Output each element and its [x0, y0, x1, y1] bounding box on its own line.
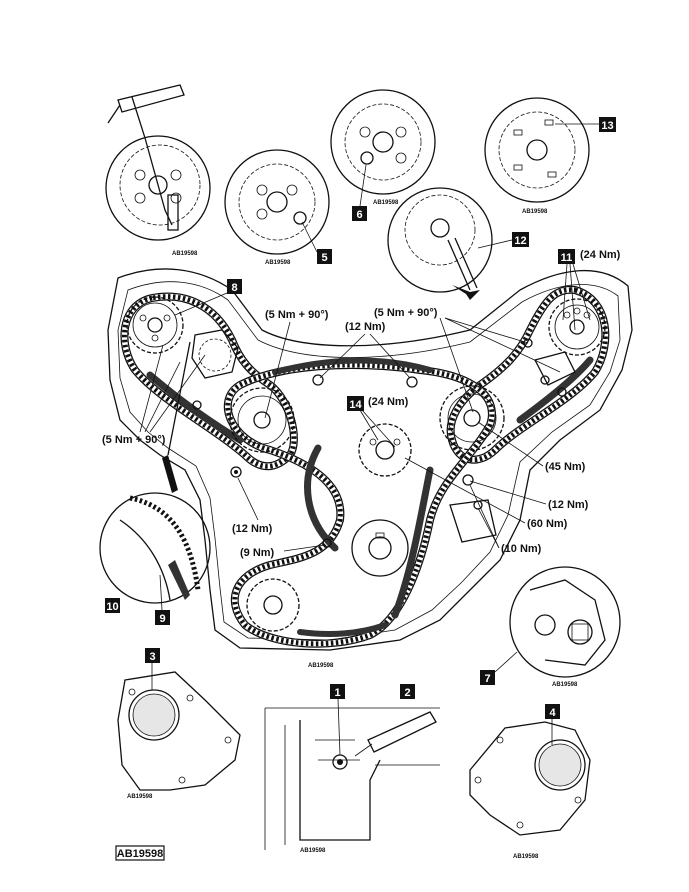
inset-ref-2: AB19598	[265, 260, 291, 266]
callout-7: 7	[484, 673, 490, 685]
inset-sprocket-6: AB19598 6	[330, 89, 436, 221]
callout-12: 12	[514, 235, 526, 247]
callout-6: 6	[356, 209, 362, 221]
callout-1: 1	[334, 687, 340, 699]
engine-block-detail: 1 2 AB19598	[264, 684, 440, 854]
inset-ref-7: AB19598	[552, 682, 578, 688]
inset-tensioner-12: 12	[387, 187, 529, 300]
torque-9: (9 Nm)	[240, 547, 275, 559]
svg-text:AB19598: AB19598	[117, 848, 163, 860]
callout-9: 9	[159, 613, 165, 625]
left-bank-chain-links	[122, 294, 297, 469]
torque-upper-guide: (12 Nm)	[345, 321, 386, 333]
right-bank-chain	[446, 285, 610, 464]
callout-5: 5	[321, 252, 327, 264]
right-bank-chain-inner	[447, 287, 609, 463]
torque-12-left: (12 Nm)	[232, 523, 273, 535]
inset-ref-4b: AB19598	[513, 854, 539, 860]
inset-ref-4: AB19598	[522, 209, 548, 215]
primary-right-guide	[391, 466, 434, 619]
torque-labels: (5 Nm + 90°) (5 Nm + 90°) (12 Nm) (5 Nm …	[102, 249, 621, 559]
main-figure-ref: AB19598	[308, 663, 334, 669]
primary-chain-tensioner	[449, 499, 497, 543]
svg-text:8: 8	[231, 282, 237, 294]
svg-text:11: 11	[561, 252, 573, 264]
inset-sprocket-13: AB19598 13	[484, 97, 616, 215]
torque-left-bank: (5 Nm + 90°)	[102, 434, 166, 446]
callout-2: 2	[404, 687, 410, 699]
torque-center-left: (5 Nm + 90°)	[265, 309, 329, 321]
left-tensioner	[191, 329, 239, 379]
right-bank-chain-links	[448, 287, 608, 463]
inset-tensioner-9-10: 10 9	[99, 341, 211, 625]
torque-10: (10 Nm)	[501, 543, 542, 555]
lower-chain-guide	[297, 622, 388, 637]
camshaft-locking-tool	[107, 84, 185, 226]
right-tensioner	[534, 351, 576, 386]
primary-chain-links	[225, 362, 495, 647]
inset-ref-3b: AB19598	[127, 794, 153, 800]
svg-text:14: 14	[349, 399, 362, 411]
torque-right-bank: (5 Nm + 90°)	[374, 307, 438, 319]
inset-crank-7: AB19598 7	[480, 566, 621, 688]
inset-ref-3: AB19598	[373, 200, 399, 206]
callout-13: 13	[601, 120, 613, 132]
oil-pump-sprocket	[246, 578, 300, 632]
inset-sprocket-5: AB19598 5	[224, 149, 332, 266]
svg-text:4: 4	[549, 707, 556, 719]
figure-reference-box: AB19598	[115, 845, 165, 861]
cover-3: 3 AB19598	[117, 648, 241, 800]
inset-left-locking: AB19598	[105, 135, 211, 257]
cover-4: 4 AB19598	[469, 704, 591, 860]
torque-14: (24 Nm)	[368, 396, 409, 408]
crankshaft-sprocket	[351, 519, 409, 577]
torque-45: (45 Nm)	[545, 461, 586, 473]
callout-11: 11	[558, 249, 575, 264]
inset-ref-1b: AB19598	[300, 848, 326, 854]
torque-12-right: (12 Nm)	[548, 499, 589, 511]
callout-14: 14	[347, 396, 364, 411]
idler-sprocket	[358, 423, 412, 477]
callout-10: 10	[106, 601, 118, 613]
upper-chain-guide	[272, 357, 433, 375]
left-chain-guide	[146, 371, 244, 444]
callout-8: 8	[174, 279, 242, 316]
svg-text:3: 3	[149, 651, 155, 663]
torque-60: (60 Nm)	[527, 518, 568, 530]
inset-ref-1: AB19598	[172, 251, 198, 257]
left-exhaust-camshaft-sprocket	[126, 296, 184, 354]
right-exhaust-camshaft-sprocket	[548, 298, 606, 356]
torque-11: (24 Nm)	[580, 249, 621, 261]
left-intake-camshaft-sprocket	[229, 387, 295, 453]
engine-front-outline	[107, 268, 633, 651]
